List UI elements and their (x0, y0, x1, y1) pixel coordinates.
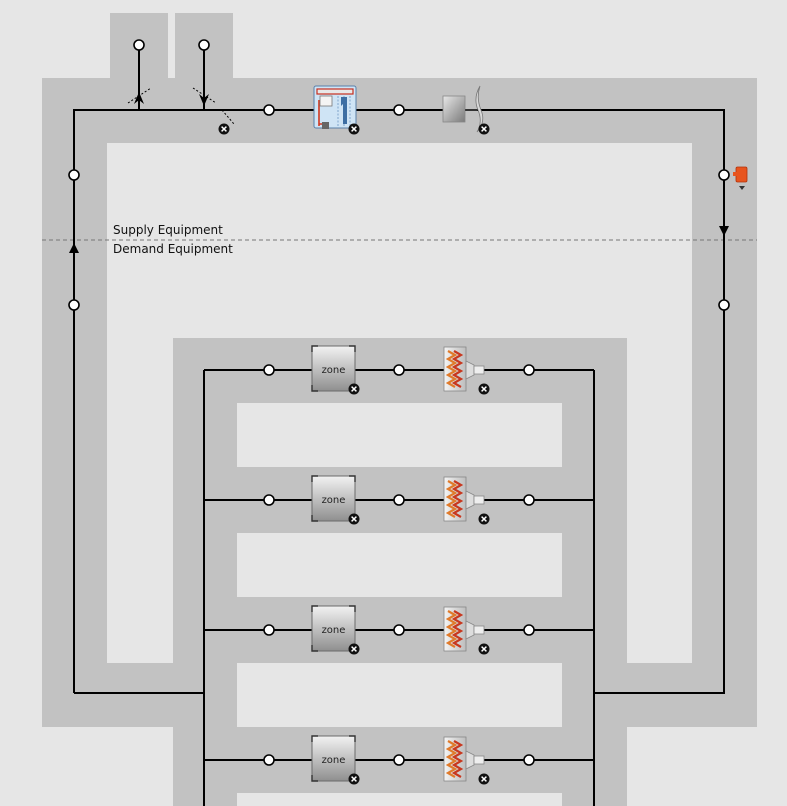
demand-node[interactable] (263, 624, 275, 636)
supply-node[interactable] (718, 299, 730, 311)
remove-x-icon[interactable] (348, 643, 360, 655)
demand-node[interactable] (263, 494, 275, 506)
thermal-zone[interactable]: zone (311, 345, 356, 392)
zone-label: zone (322, 625, 346, 636)
supply-equipment-label: Supply Equipment (113, 223, 223, 237)
thermal-zone[interactable]: zone (311, 605, 356, 652)
setpoint-manager[interactable] (733, 166, 748, 190)
zone-label: zone (322, 365, 346, 376)
demand-node[interactable] (393, 494, 405, 506)
demand-node[interactable] (393, 624, 405, 636)
reheat-terminal[interactable] (443, 606, 485, 652)
zone-label: zone (322, 495, 346, 506)
remove-x-icon[interactable] (478, 643, 490, 655)
flow-arrow-icon (134, 92, 144, 104)
unitary-heat-cool-coil[interactable] (313, 85, 357, 129)
reheat-terminal[interactable] (443, 346, 485, 392)
reheat-terminal[interactable] (443, 476, 485, 522)
demand-node[interactable] (523, 754, 535, 766)
zone-branch-2: zone (263, 475, 535, 525)
remove-x-icon[interactable] (478, 383, 490, 395)
remove-x-icon[interactable] (478, 123, 490, 135)
supply-node[interactable] (263, 104, 275, 116)
demand-node[interactable] (393, 754, 405, 766)
demand-branch-band (173, 338, 627, 806)
reheat-terminal[interactable] (443, 736, 485, 782)
supply-fan[interactable] (442, 85, 484, 133)
supply-node[interactable] (68, 169, 80, 181)
zone-branch-1: zone (263, 345, 535, 395)
supply-node[interactable] (718, 169, 730, 181)
zone-label: zone (322, 755, 346, 766)
flow-arrow-icon (719, 226, 729, 236)
demand-node[interactable] (523, 624, 535, 636)
flow-arrow-icon (69, 243, 79, 253)
thermal-zone[interactable]: zone (311, 475, 356, 522)
demand-node[interactable] (263, 754, 275, 766)
relief-air-node[interactable] (133, 39, 145, 51)
demand-node[interactable] (393, 364, 405, 376)
thermal-zone[interactable]: zone (311, 735, 356, 782)
supply-node[interactable] (68, 299, 80, 311)
flow-arrow-icon (199, 94, 209, 106)
demand-node[interactable] (523, 364, 535, 376)
demand-node[interactable] (523, 494, 535, 506)
supply-node[interactable] (393, 104, 405, 116)
remove-x-icon[interactable] (348, 123, 360, 135)
remove-x-icon[interactable] (478, 513, 490, 525)
remove-x-icon[interactable] (348, 513, 360, 525)
remove-x-icon[interactable] (348, 383, 360, 395)
zone-branch-4: zone (263, 735, 535, 785)
outdoor-air-mixer[interactable] (127, 87, 235, 125)
outdoor-air-node[interactable] (198, 39, 210, 51)
remove-x-icon[interactable] (478, 773, 490, 785)
demand-node[interactable] (263, 364, 275, 376)
remove-x-icon[interactable] (218, 123, 230, 135)
zone-branch-3: zone (263, 605, 535, 655)
demand-equipment-label: Demand Equipment (113, 242, 233, 256)
remove-x-icon[interactable] (348, 773, 360, 785)
